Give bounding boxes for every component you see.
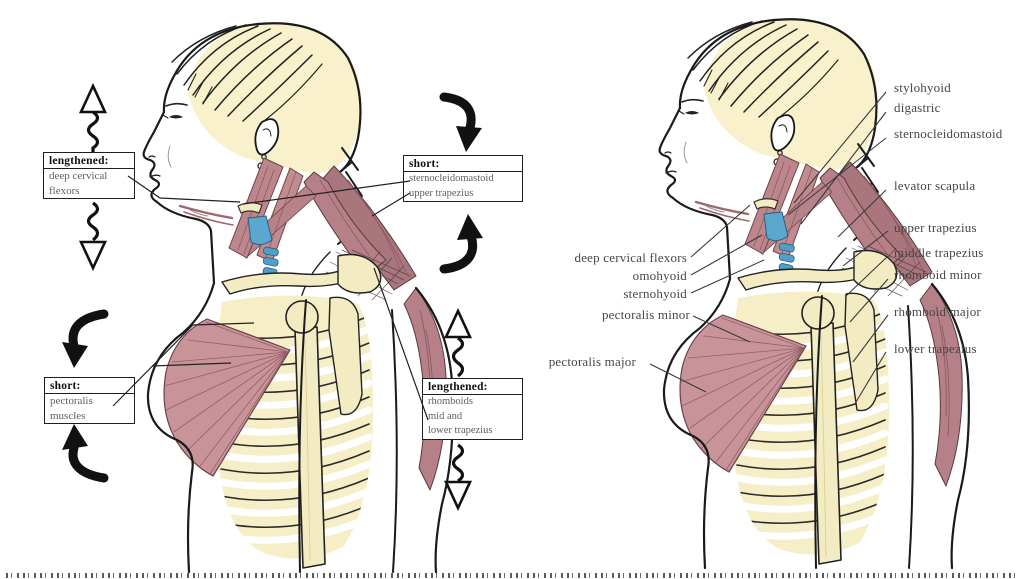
box-header: short:: [404, 156, 522, 172]
box-line: deep cervical: [49, 170, 108, 182]
anatomy-figure-left: [144, 23, 453, 572]
muscle-label-lower-trapezius: lower trapezius: [894, 341, 977, 356]
muscle-label-omohyoid: omohyoid: [632, 268, 687, 283]
box-line: mid and: [428, 410, 463, 422]
label-box-short-bottom: short: pectoralis muscles: [44, 377, 135, 424]
box-line: lower trapezius: [428, 425, 493, 436]
box-line: flexors: [49, 184, 80, 197]
box-line: pectoralis: [50, 395, 93, 407]
muscle-label-rhomboid-minor: rhomboid minor: [894, 267, 982, 282]
label-box-short-top: short: sternocleidomastoid upper trapezi…: [403, 155, 523, 202]
muscle-label-rhomboid-major: rhomboid major: [894, 304, 981, 319]
muscle-label-pectoralis-major: pectoralis major: [548, 354, 636, 369]
muscle-label-sternocleidomastoid: sternocleidomastoid: [894, 126, 1003, 141]
box-line: sternocleidomastoid: [409, 173, 494, 184]
muscle-label-digastric: digastric: [894, 100, 941, 115]
box-header: lengthened:: [423, 379, 522, 395]
muscle-label-levator-scapula: levator scapula: [894, 178, 976, 193]
muscle-label-middle-trapezius: middle trapezius: [894, 245, 984, 260]
box-line: muscles: [50, 409, 86, 422]
muscle-label-pectoralis-minor: pectoralis minor: [601, 307, 690, 322]
label-box-lengthened-top: lengthened: deep cervical flexors: [43, 152, 135, 199]
box-header: short:: [45, 378, 134, 394]
box-line: upper trapezius: [409, 187, 474, 199]
box-line: rhomboids: [428, 396, 473, 407]
box-header: lengthened:: [44, 153, 134, 169]
cropped-caption-text: [6, 573, 1016, 578]
muscle-label-upper-trapezius: upper trapezius: [894, 220, 977, 235]
muscle-label-deep-cervical-flexors: deep cervical flexors: [574, 250, 687, 265]
muscle-label-stylohyoid: stylohyoid: [894, 80, 951, 95]
muscle-label-sternohyoid: sternohyoid: [623, 286, 687, 301]
label-box-lengthened-bottom: lengthened: rhomboids mid and lower trap…: [422, 378, 523, 440]
